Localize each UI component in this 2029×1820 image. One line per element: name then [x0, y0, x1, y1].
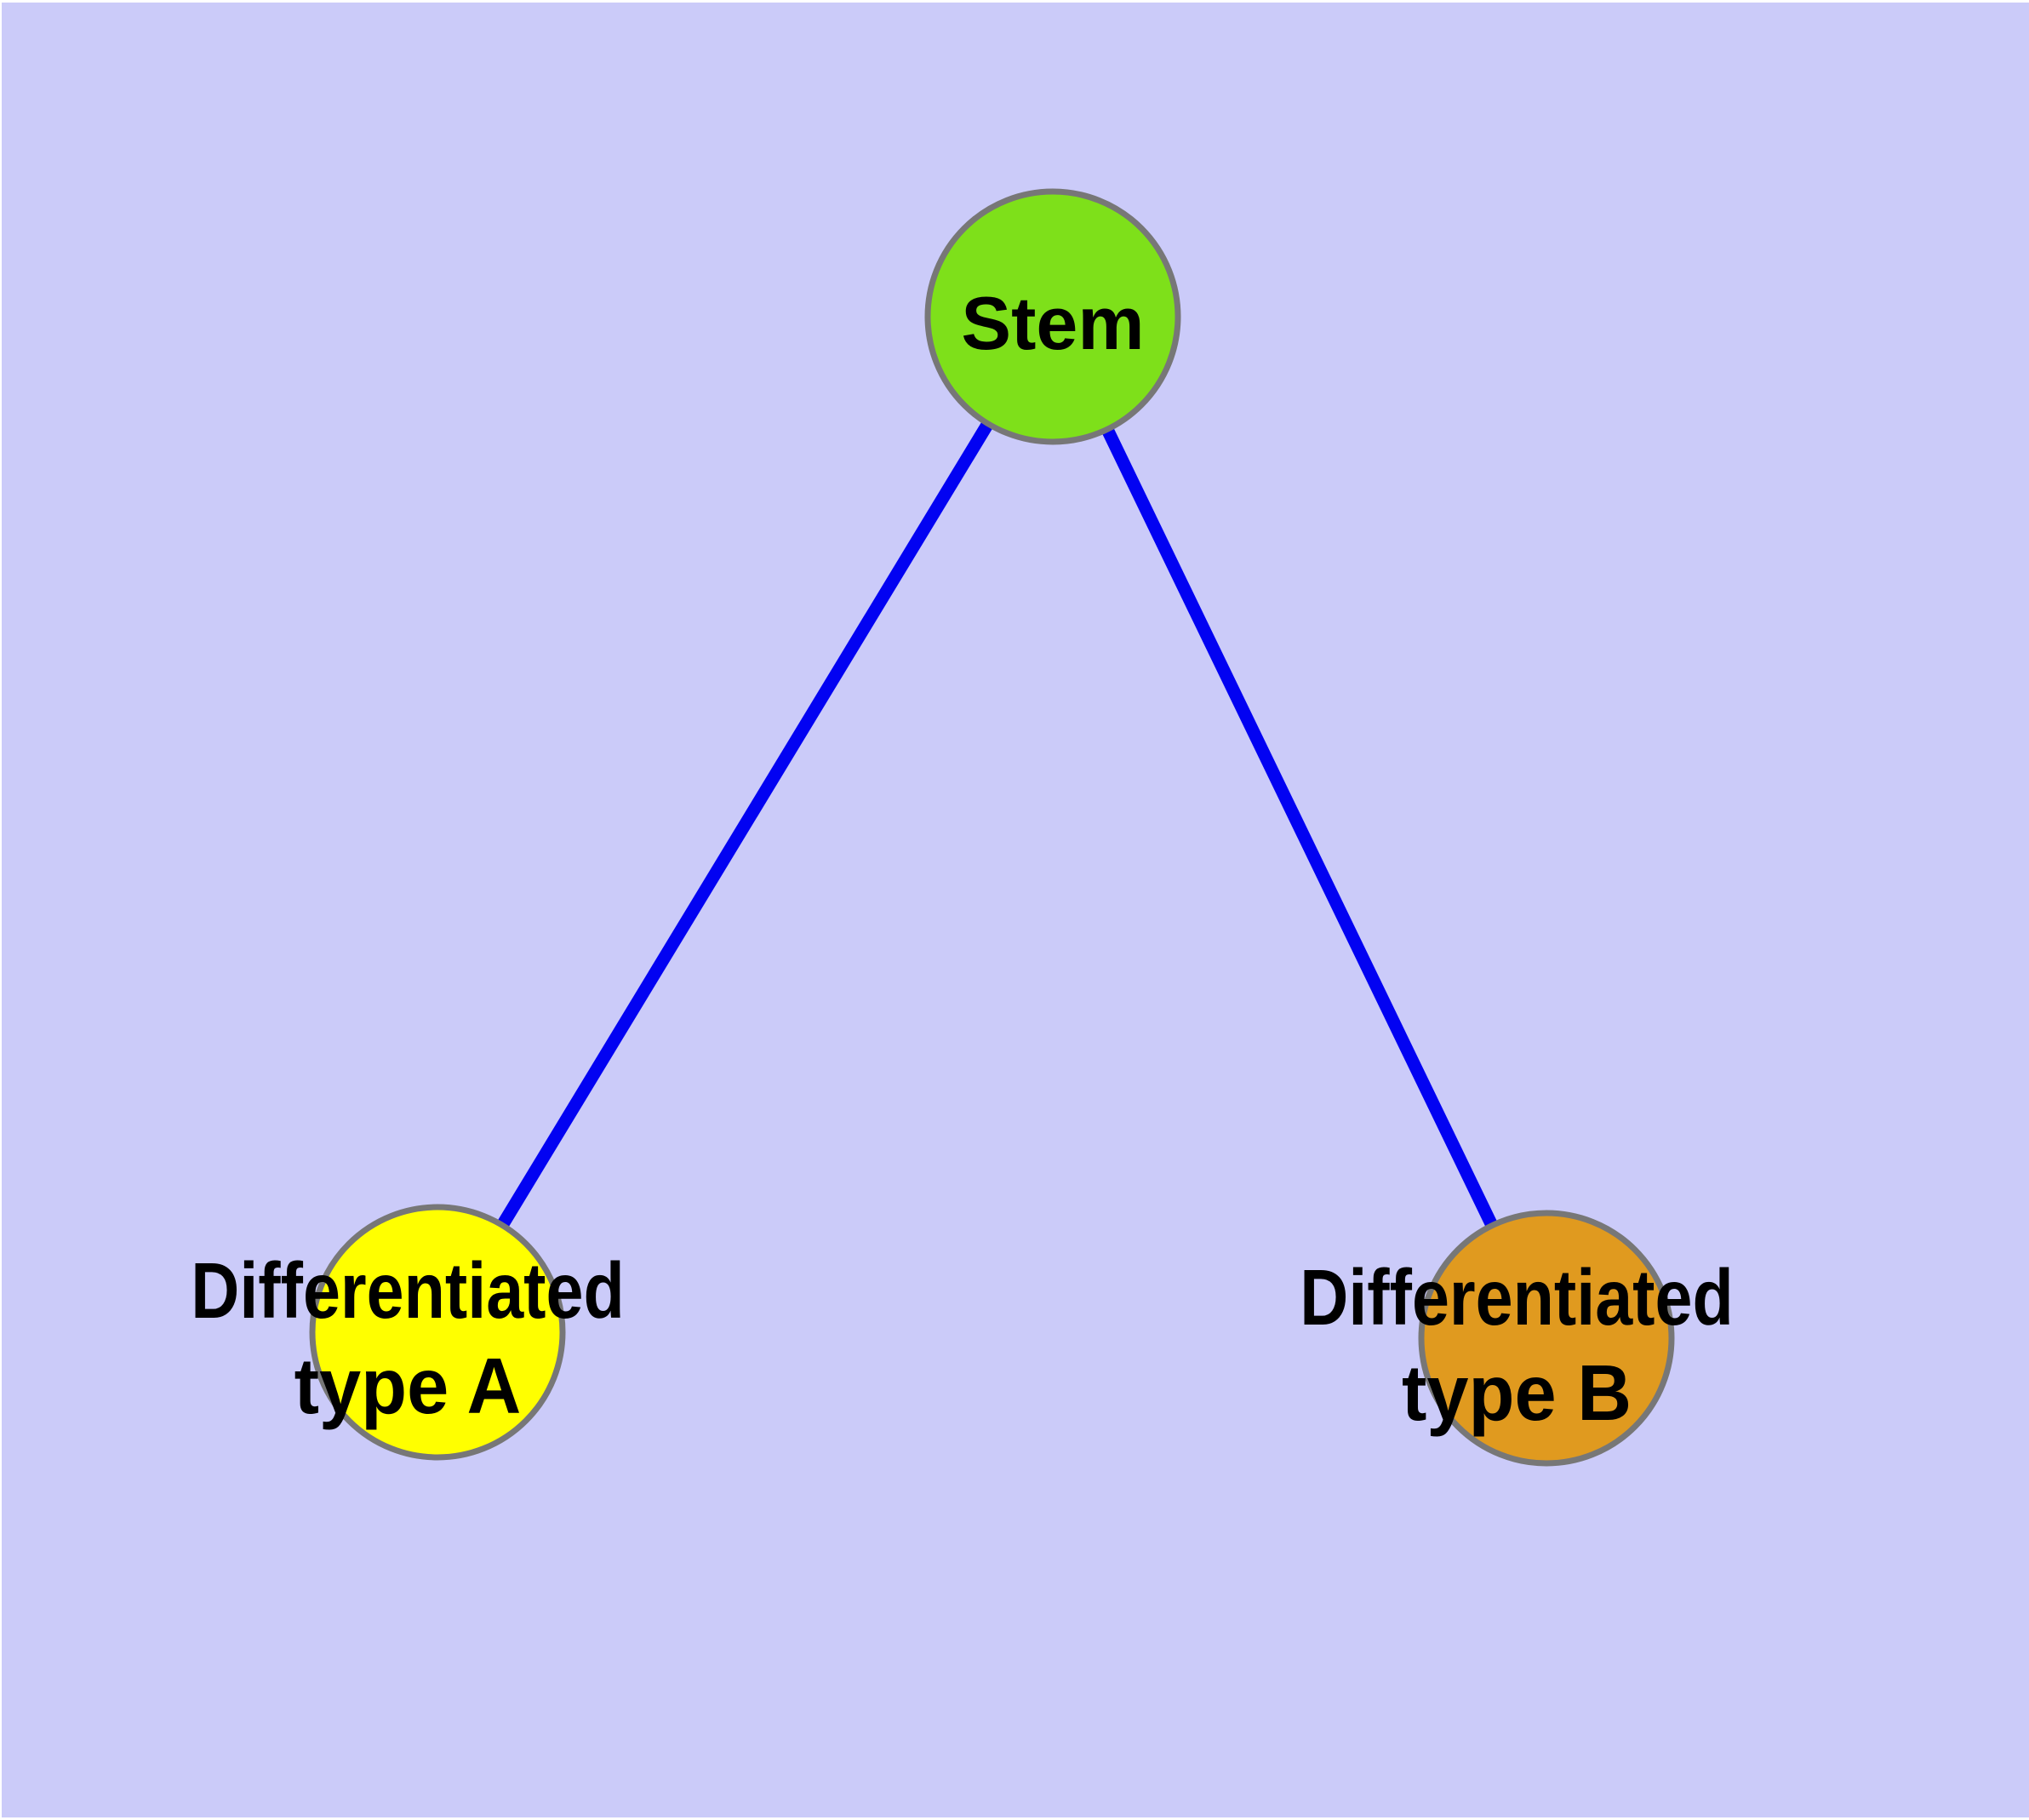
stem-node-circle	[924, 188, 1181, 445]
differentiated-type-a-node-circle	[309, 1204, 566, 1461]
differentiated-type-a-node-label: Differentiated type A	[67, 1243, 748, 1434]
differentiated-type-b-node-label: Differentiated type B	[1176, 1250, 1857, 1440]
edge-stem-to-type-b	[1047, 313, 1552, 1342]
edge-stem-to-type-a	[432, 313, 1059, 1336]
type-b-label-line-2: type B	[1401, 1348, 1632, 1437]
type-a-label-line-2: type A	[294, 1342, 522, 1430]
differentiated-type-b-node-circle	[1418, 1210, 1675, 1467]
type-b-label-line-1: Differentiated	[1300, 1253, 1734, 1342]
type-a-label-line-1: Differentiated	[191, 1246, 625, 1335]
stem-node-label: Stem	[961, 281, 1145, 365]
